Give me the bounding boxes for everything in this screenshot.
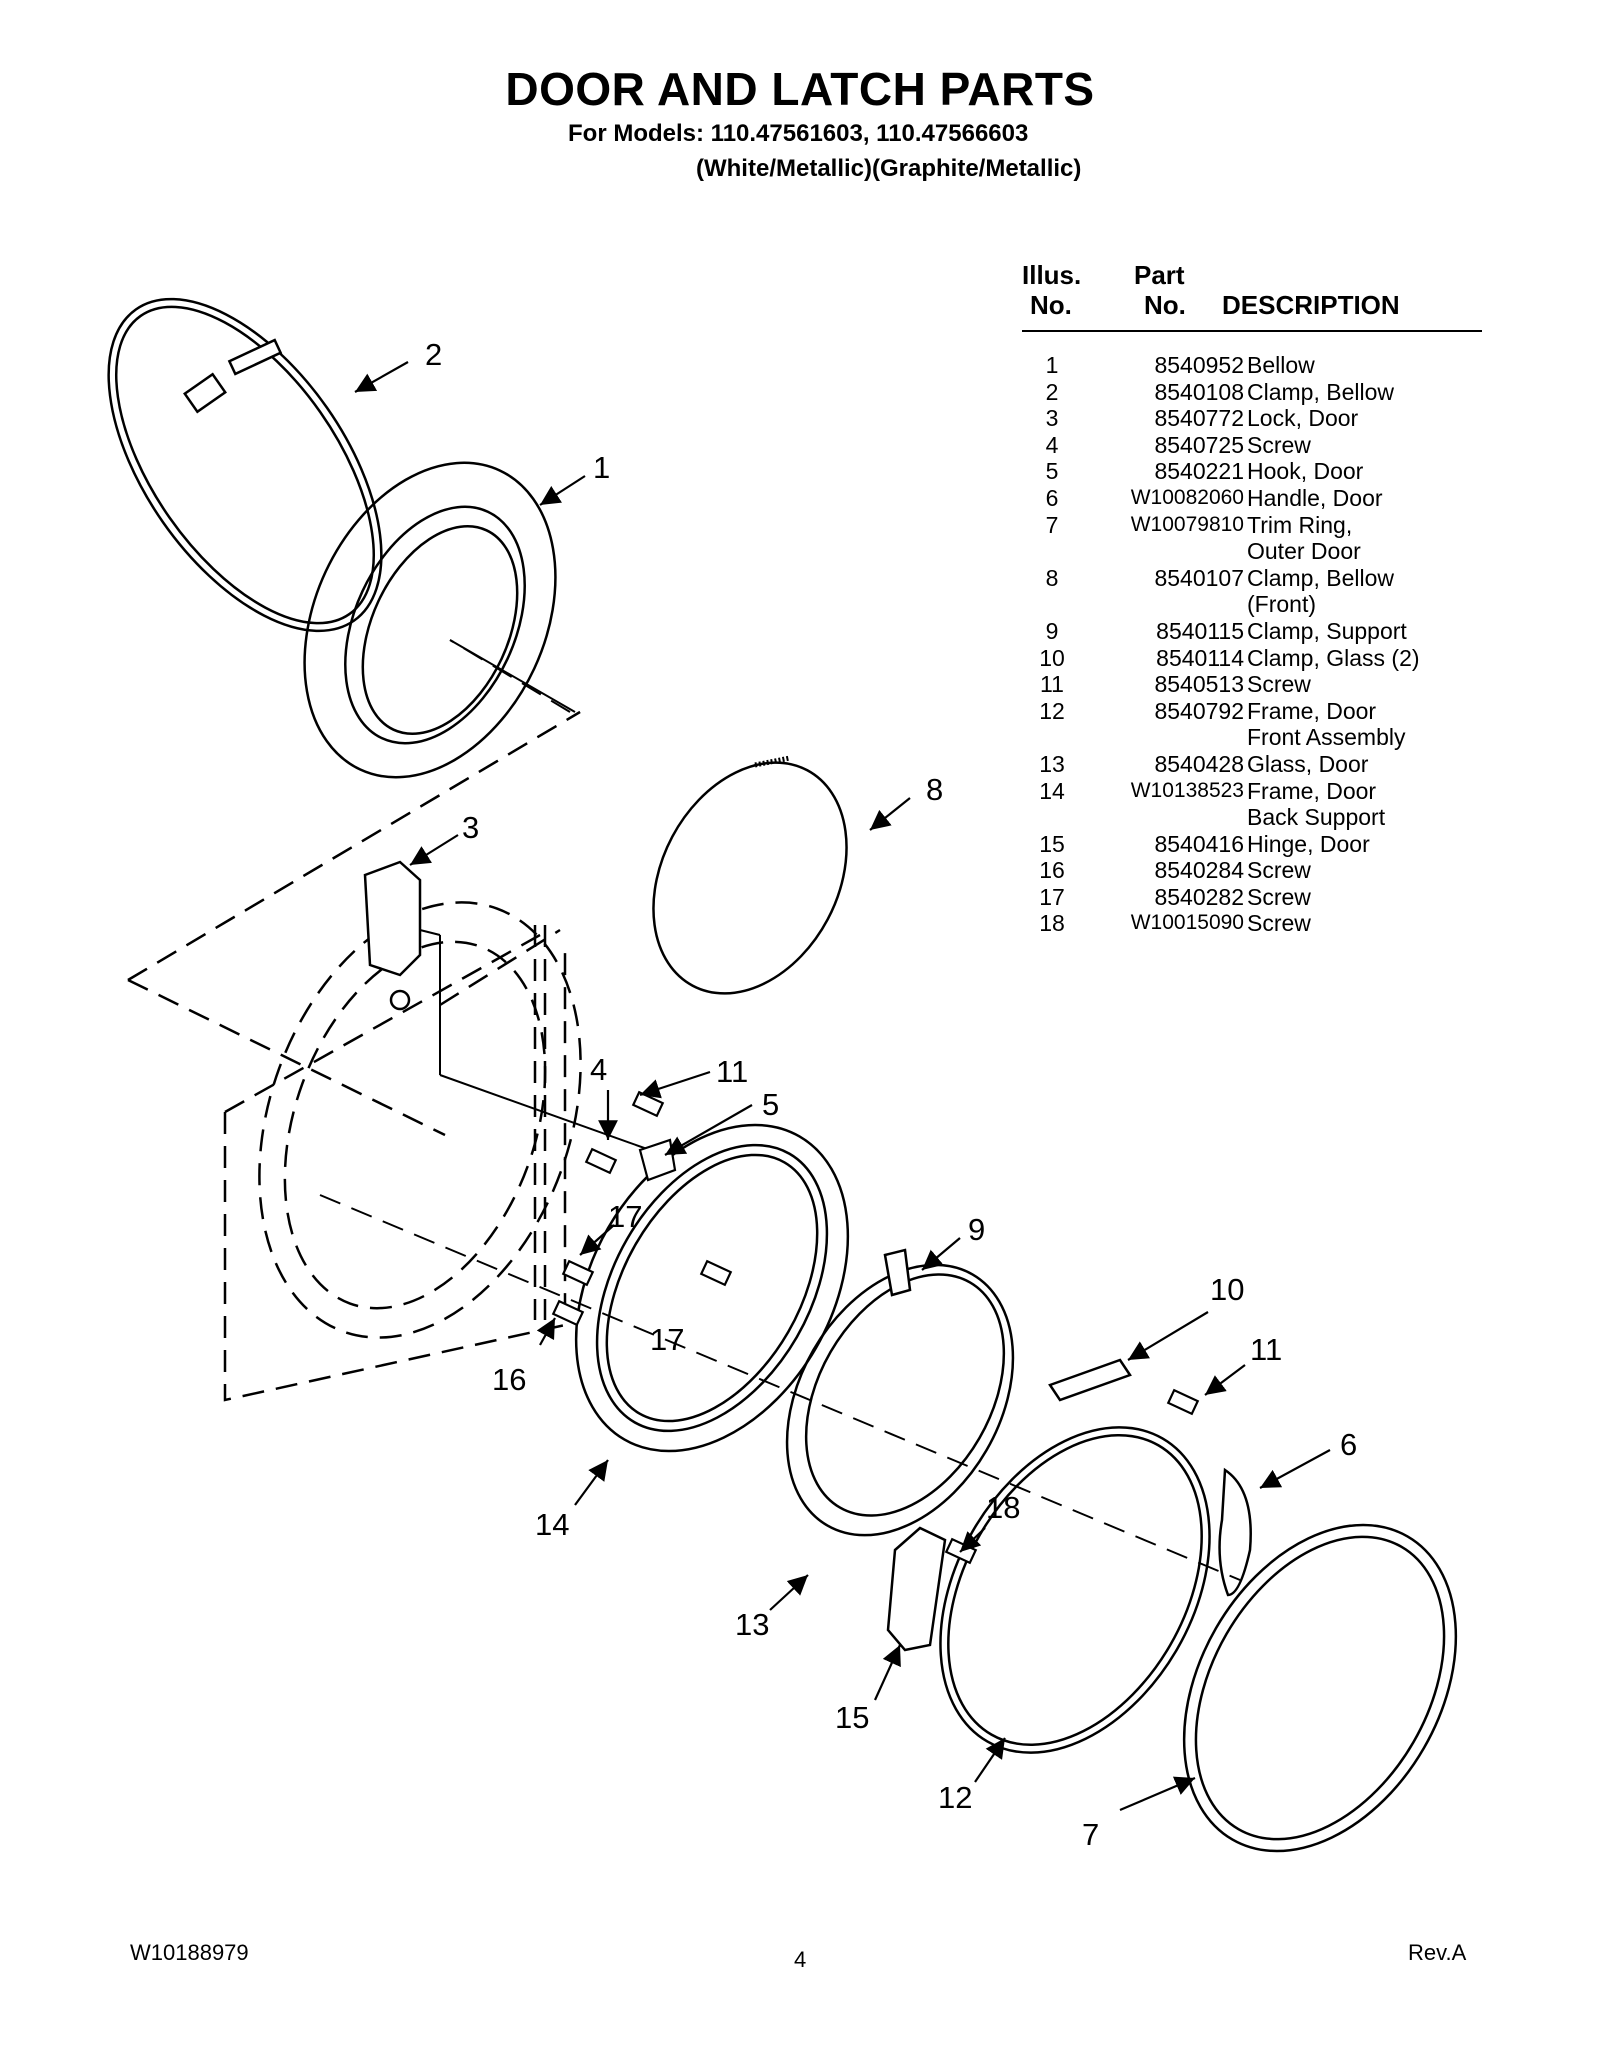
callout-17b: 17 bbox=[650, 1322, 684, 1357]
revision-label: Rev.A bbox=[1408, 1940, 1467, 1965]
leader-arrows bbox=[354, 361, 1331, 1812]
col-description: DESCRIPTION bbox=[1222, 290, 1400, 320]
table-row: Front Assembly bbox=[1247, 724, 1406, 751]
callout-9: 9 bbox=[968, 1212, 985, 1247]
table-row: Back Support bbox=[1247, 804, 1386, 831]
colors-line: (White/Metallic)(Graphite/Metallic) bbox=[696, 155, 1082, 182]
callout-18: 18 bbox=[986, 1490, 1020, 1525]
col-illus-1: Illus. bbox=[1022, 260, 1082, 290]
callout-15: 15 bbox=[835, 1700, 869, 1735]
page-title: DOOR AND LATCH PARTS bbox=[505, 63, 1095, 115]
callout-14: 14 bbox=[535, 1507, 569, 1542]
callout-7: 7 bbox=[1082, 1817, 1099, 1852]
callout-8: 8 bbox=[926, 772, 943, 807]
document-number: W10188979 bbox=[130, 1940, 249, 1965]
front-frame-assembly bbox=[939, 1426, 1211, 1754]
callout-6: 6 bbox=[1340, 1427, 1357, 1462]
callout-11a: 11 bbox=[716, 1054, 748, 1089]
front-bellow-clamp bbox=[652, 755, 848, 995]
bellow-clamp bbox=[107, 297, 383, 633]
callout-13: 13 bbox=[735, 1607, 769, 1642]
outer-trim-ring bbox=[1182, 1523, 1458, 1853]
parts-table-header: Illus. No. Part No. DESCRIPTION bbox=[1022, 260, 1482, 332]
callout-12: 12 bbox=[938, 1780, 972, 1815]
cabinet-outline bbox=[127, 710, 582, 1402]
bellow bbox=[303, 461, 576, 779]
col-part-1: Part bbox=[1134, 260, 1185, 290]
callout-4: 4 bbox=[590, 1052, 607, 1087]
callout-16: 16 bbox=[492, 1362, 526, 1397]
table-row: (Front) bbox=[1247, 591, 1316, 618]
col-part-2: No. bbox=[1144, 290, 1186, 320]
back-support-frame bbox=[574, 1123, 850, 1453]
door-hinge bbox=[886, 1526, 947, 1652]
models-line: For Models: 110.47561603, 110.47566603 bbox=[568, 120, 1029, 147]
table-row: Outer Door bbox=[1247, 538, 1361, 565]
door-glass bbox=[785, 1263, 1015, 1537]
col-illus-2: No. bbox=[1030, 290, 1072, 320]
callout-5: 5 bbox=[762, 1087, 779, 1122]
support-clamp bbox=[883, 1248, 912, 1297]
callout-11b: 11 bbox=[1250, 1332, 1282, 1367]
callout-10: 10 bbox=[1210, 1272, 1244, 1307]
callout-2: 2 bbox=[425, 337, 442, 372]
door-handle bbox=[1218, 1467, 1252, 1597]
glass-clamp bbox=[1048, 1358, 1132, 1402]
callout-17a: 17 bbox=[608, 1199, 642, 1234]
callout-1: 1 bbox=[593, 450, 610, 485]
callout-3: 3 bbox=[462, 810, 479, 845]
page-number: 4 bbox=[794, 1947, 807, 1972]
alignment-lines bbox=[127, 639, 1241, 1581]
